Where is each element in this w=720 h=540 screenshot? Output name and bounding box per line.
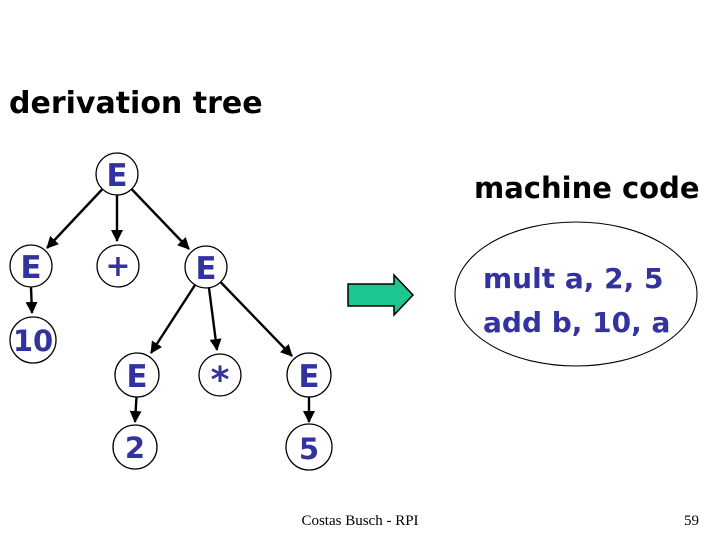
node-circle-two	[112, 424, 158, 470]
node-label-root-e: E	[106, 158, 127, 194]
node-label-star: *	[211, 360, 230, 401]
node-label-mid-e: E	[195, 251, 216, 287]
tree-node-circles	[9, 152, 333, 471]
node-circle-left-e	[9, 244, 53, 288]
node-circle-five	[285, 423, 333, 471]
edge-mid-e-to-bottom-left-e	[149, 284, 197, 354]
node-label-plus: +	[105, 249, 130, 284]
edge-root-to-mid-e	[130, 188, 190, 250]
tree-edges	[25, 188, 315, 423]
edge-root-to-left-e	[46, 188, 104, 249]
node-label-ten: 10	[13, 324, 53, 358]
node-circle-bottom-right-e	[286, 352, 332, 398]
node-circle-root-e	[95, 152, 139, 196]
machine-code-line-1: mult a, 2, 5	[483, 262, 664, 295]
node-circle-bottom-left-e	[114, 352, 160, 398]
edge-mid-e-to-bottom-right-e	[219, 281, 293, 357]
node-label-two: 2	[125, 431, 145, 465]
node-circle-ten	[9, 316, 57, 364]
footer-author: Costas Busch - RPI	[301, 513, 419, 529]
machine-code-line-2: add b, 10, a	[483, 306, 671, 339]
machine-code-label: machine code	[474, 171, 700, 205]
page-title: derivation tree	[9, 86, 263, 121]
edge-mid-e-to-star	[207, 287, 222, 351]
node-circle-plus	[96, 244, 140, 288]
tree-node-labels: E E + E 10 E * E 2 5	[13, 158, 320, 466]
node-circle-star	[198, 353, 242, 397]
footer-page-number: 59	[684, 513, 699, 529]
node-label-bottom-right-e: E	[298, 359, 319, 395]
node-label-left-e: E	[20, 250, 41, 286]
node-label-five: 5	[299, 432, 319, 466]
right-arrow-icon	[347, 273, 415, 317]
edge-left-e-to-ten	[25, 286, 38, 314]
node-circle-mid-e	[184, 245, 228, 289]
machine-code-ellipse	[454, 221, 698, 367]
edge-bottom-left-e-to-two	[129, 396, 142, 423]
node-label-bottom-left-e: E	[126, 359, 147, 395]
